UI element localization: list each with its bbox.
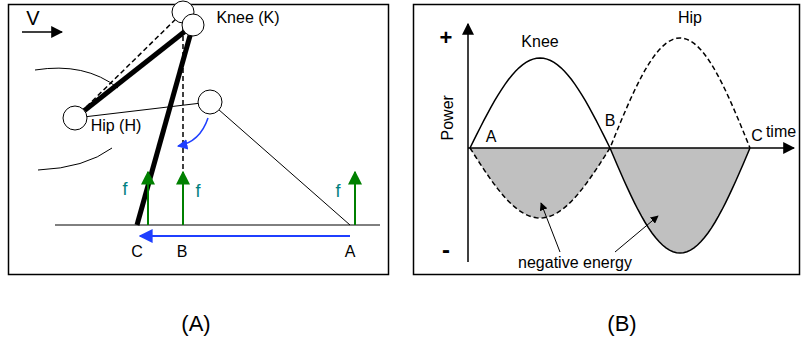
axis-title: Power — [439, 95, 457, 140]
panel-caption: (B) — [607, 312, 636, 336]
velocity-label: V — [26, 7, 39, 29]
point-label: B — [605, 112, 616, 130]
panel-frame — [414, 5, 800, 275]
curve-label: Knee — [521, 33, 558, 51]
point-label: A — [345, 243, 356, 261]
force-label: f — [335, 182, 340, 202]
velocity-arrow — [22, 31, 62, 33]
force-arrow — [354, 172, 356, 225]
power-plot — [470, 38, 750, 253]
joint-label: Knee (K) — [216, 9, 279, 27]
shank-dashed — [182, 12, 184, 225]
pointer-arrow — [541, 203, 560, 252]
axis-sign: + — [440, 26, 453, 50]
axis-sign: - — [442, 237, 450, 263]
panel-frame — [9, 5, 389, 275]
negative-area — [470, 148, 610, 218]
shank-line — [210, 102, 350, 225]
ground-arrow — [140, 235, 350, 237]
time-axis — [468, 147, 794, 149]
hip-joint — [63, 106, 87, 130]
knee-joint — [182, 14, 204, 36]
pointer-arrow — [615, 216, 658, 252]
joint-label: Hip (H) — [91, 117, 142, 135]
point-label: C — [751, 127, 763, 145]
panel-caption: (A) — [181, 312, 210, 336]
rotation-arrow — [178, 118, 208, 146]
ground-line — [55, 225, 380, 226]
force-label: f — [195, 182, 200, 202]
swing-arc — [35, 68, 118, 88]
swing-arc — [38, 148, 112, 170]
hip-curve — [470, 38, 750, 218]
thigh-thick — [75, 25, 193, 118]
point-label: C — [131, 243, 143, 261]
force-arrow — [147, 172, 149, 225]
point-label: B — [177, 243, 188, 261]
knee-curve — [470, 58, 750, 253]
power-axis — [467, 24, 469, 262]
knee-joint — [198, 90, 222, 114]
curve-label: Hip — [678, 9, 702, 27]
negative-area — [610, 148, 750, 253]
axis-title: time — [766, 123, 796, 141]
force-arrow — [182, 172, 184, 225]
annotation: negative energy — [518, 254, 632, 272]
point-label: A — [486, 128, 497, 146]
shank-thick — [137, 25, 193, 225]
force-label: f — [122, 180, 127, 200]
